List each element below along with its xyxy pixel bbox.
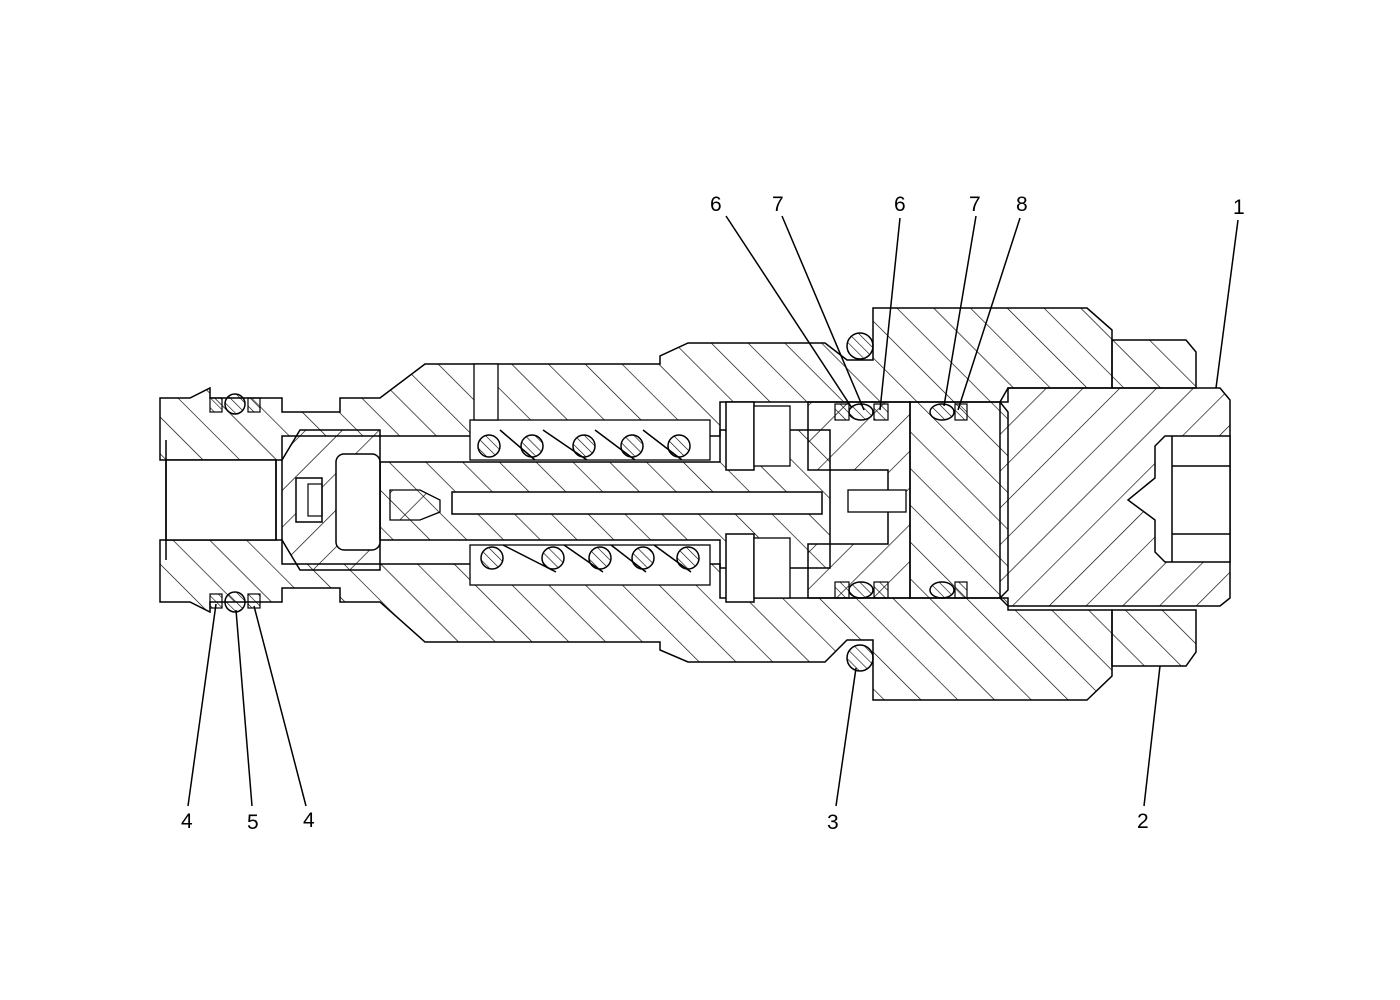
o-ring-body-upper: [846, 332, 874, 360]
o-ring-inlet-lower: [224, 591, 246, 613]
backup-ring-inlet-upper-left: [209, 397, 223, 413]
backup-ring-screw-upper: [954, 403, 968, 421]
o-ring-inlet-upper: [224, 393, 246, 415]
callout-3: 3: [827, 811, 839, 834]
callout-4-left: 4: [181, 810, 193, 833]
callout-8: 8: [1016, 193, 1028, 216]
backup-ring-screw-lower: [954, 581, 968, 599]
callout-6-left: 6: [710, 193, 722, 216]
backup-ring-lower-right: [873, 581, 889, 599]
hex-socket: [1126, 435, 1231, 563]
poppet-chamber: [335, 453, 381, 551]
backup-ring-inlet-lower-right: [247, 593, 261, 609]
o-ring-screw-upper: [929, 403, 955, 421]
stem-bore: [451, 491, 823, 515]
o-ring-body-lower: [846, 644, 874, 672]
backup-ring-inlet-upper-right: [247, 397, 261, 413]
callout-7-right: 7: [969, 193, 981, 216]
spring-coils-upper: [477, 429, 691, 461]
stem-pin: [389, 489, 441, 521]
inlet-bore: [165, 459, 277, 541]
callout-5: 5: [247, 811, 259, 834]
locknut-lower: [1111, 609, 1197, 667]
poppet-nut: [295, 477, 323, 523]
spring-retainer-upper: [725, 401, 755, 471]
locknut-upper: [1111, 339, 1197, 389]
callout-4-right: 4: [303, 809, 315, 832]
o-ring-lower-sleeve: [848, 581, 874, 599]
o-ring-upper-sleeve: [848, 403, 874, 421]
callout-6-right: 6: [894, 193, 906, 216]
drain-passage: [473, 363, 499, 421]
callout-2: 2: [1137, 810, 1149, 833]
spring-cavity-lower: [469, 544, 711, 586]
backup-ring-lower-left: [834, 581, 850, 599]
spring-coils-lower: [480, 544, 700, 573]
leader-lines: [187, 215, 1239, 807]
adjusting-screw: [909, 401, 1009, 599]
backup-ring-upper-left: [834, 403, 850, 421]
sleeve-pin: [847, 489, 907, 513]
callout-1: 1: [1233, 196, 1245, 219]
callout-7-left: 7: [772, 193, 784, 216]
o-ring-screw-lower: [929, 581, 955, 599]
spring-retainer-lower: [725, 533, 755, 603]
